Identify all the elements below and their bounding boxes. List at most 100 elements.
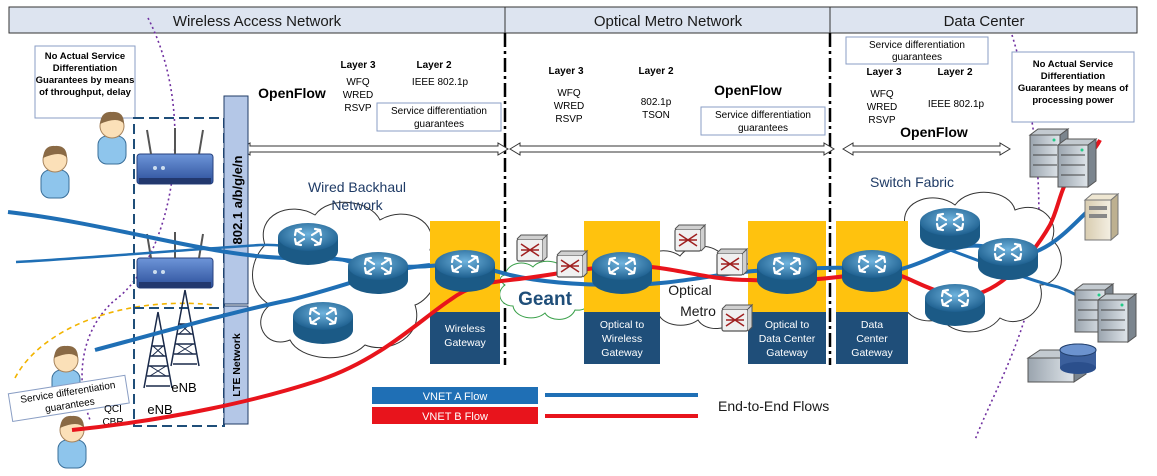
svg-text:guarantees: guarantees — [892, 52, 942, 63]
svg-text:Gateway: Gateway — [444, 337, 486, 349]
svg-text:Guarantees by means of: Guarantees by means of — [1018, 83, 1129, 94]
router-wireless-gateway — [433, 248, 497, 294]
router-dc-gateway — [840, 248, 904, 294]
wired-backhaul-label: Wired Backhaul — [308, 179, 406, 195]
svg-text:VNET A Flow: VNET A Flow — [423, 391, 488, 403]
openflow-label-wireless: OpenFlow — [258, 85, 326, 101]
note-no-guarantees-right: No Actual Service Differentiation Guaran… — [1011, 51, 1135, 123]
header-optical-metro: Optical Metro Network — [594, 13, 743, 30]
svg-text:Guarantees by means: Guarantees by means — [36, 75, 135, 86]
svg-text:RSVP: RSVP — [868, 115, 896, 126]
svg-text:Service differentiation: Service differentiation — [715, 110, 811, 121]
svg-text:Layer 3: Layer 3 — [340, 60, 375, 71]
optical-switch-2 — [556, 250, 588, 278]
router-optical-to-wireless — [590, 250, 654, 296]
svg-text:Service differentiation: Service differentiation — [391, 106, 487, 117]
dc-server-5 — [1097, 293, 1137, 343]
service-diff-box-wireless — [376, 102, 502, 132]
legend: VNET A Flow VNET B Flow End-to-End Flows — [372, 387, 829, 424]
dc-server-2 — [1057, 138, 1097, 188]
gateway-datacenter: Data Center Gateway — [836, 221, 908, 364]
wireless-layers: Layer 3 Layer 2 WFQ WRED RSVP IEEE 802.1… — [258, 60, 502, 132]
svg-text:guarantees: guarantees — [414, 119, 464, 130]
cbr-label: CBR — [102, 417, 123, 428]
svg-text:IEEE 802.1p: IEEE 802.1p — [412, 77, 469, 88]
openflow-arrows — [239, 142, 1011, 156]
router-backhaul-2 — [346, 250, 410, 296]
geant-label: Geant — [518, 289, 573, 310]
svg-text:802.1p: 802.1p — [641, 97, 672, 108]
router-optical-to-dc — [755, 250, 819, 296]
optical-switch-5 — [721, 304, 753, 332]
svg-text:Differentiation: Differentiation — [1041, 71, 1106, 82]
svg-text:Wireless: Wireless — [602, 333, 642, 345]
header-bar: Wireless Access Network Optical Metro Ne… — [8, 6, 1138, 34]
user-icon-2 — [40, 145, 70, 199]
svg-text:Wireless: Wireless — [445, 323, 485, 335]
svg-text:processing power: processing power — [1032, 95, 1114, 106]
svg-text:WFQ: WFQ — [557, 88, 581, 99]
switch-fabric-label: Switch Fabric — [870, 174, 954, 190]
svg-text:Gateway: Gateway — [766, 347, 808, 359]
svg-text:WFQ: WFQ — [870, 89, 894, 100]
svg-text:of throughput, delay: of throughput, delay — [39, 87, 132, 98]
lte-coverage-curve — [14, 302, 216, 379]
optical-metro-label-2: Metro — [680, 303, 716, 319]
svg-text:Gateway: Gateway — [601, 347, 643, 359]
svg-text:Optical to: Optical to — [600, 319, 645, 331]
svg-text:RSVP: RSVP — [344, 103, 372, 114]
svg-text:WRED: WRED — [867, 102, 898, 113]
wired-backhaul-label-2: Network — [331, 197, 383, 213]
wifi-access-point-1 — [136, 127, 214, 185]
qci-label: QCI — [104, 404, 122, 415]
svg-text:Differentiation: Differentiation — [53, 63, 118, 74]
wireless-boundary-curve — [81, 17, 176, 421]
svg-text:Center: Center — [856, 333, 888, 345]
legend-vnet-b — [372, 407, 538, 424]
svg-text:Data: Data — [861, 319, 883, 331]
user-icon-1 — [97, 111, 127, 165]
svg-text:TSON: TSON — [642, 110, 670, 121]
optical-switch-3 — [674, 224, 706, 252]
legend-end-to-end: End-to-End Flows — [718, 398, 829, 414]
svg-text:RSVP: RSVP — [555, 114, 583, 125]
svg-text:IEEE 802.1p: IEEE 802.1p — [928, 99, 985, 110]
dc-server-3 — [1084, 193, 1119, 241]
header-data-center: Data Center — [944, 13, 1025, 30]
svg-text:LTE Network: LTE Network — [231, 333, 243, 397]
optical-metro-label: Optical — [668, 282, 712, 298]
svg-text:Data Center: Data Center — [759, 333, 816, 345]
user-icon-4 — [57, 415, 87, 469]
svg-text:VNET B Flow: VNET B Flow — [422, 411, 488, 423]
wifi-standard-bar: 802.1 a/b/g/e/n — [223, 95, 249, 305]
legend-vnet-a — [372, 387, 538, 404]
openflow-label-metro: OpenFlow — [714, 82, 782, 98]
svg-text:WRED: WRED — [554, 101, 585, 112]
enb-label-1: eNB — [171, 380, 196, 395]
datacenter-layers: Service differentiation guarantees Layer… — [845, 36, 989, 140]
svg-text:Gateway: Gateway — [851, 347, 893, 359]
svg-text:No Actual Service: No Actual Service — [45, 51, 125, 62]
svg-text:Service differentiation: Service differentiation — [869, 40, 965, 51]
svg-text:No Actual Service: No Actual Service — [1033, 59, 1113, 70]
header-wireless-access: Wireless Access Network — [173, 13, 342, 30]
svg-text:WRED: WRED — [343, 90, 374, 101]
svg-text:802.1 a/b/g/e/n: 802.1 a/b/g/e/n — [230, 156, 245, 245]
note-no-guarantees-left: No Actual Service Differentiation Guaran… — [34, 45, 136, 119]
svg-text:WFQ: WFQ — [346, 77, 370, 88]
router-fabric-2 — [976, 236, 1040, 282]
router-fabric-3 — [923, 282, 987, 328]
optical-switch-1 — [516, 234, 548, 262]
svg-text:guarantees: guarantees — [738, 123, 788, 134]
gateway-wireless: Wireless Gateway — [430, 221, 500, 364]
enb-tower-1 — [143, 311, 173, 389]
enb-label-2: eNB — [147, 402, 172, 417]
service-diff-box-metro — [700, 106, 826, 136]
svg-text:Layer 2: Layer 2 — [638, 66, 673, 77]
svg-text:Layer 2: Layer 2 — [937, 67, 972, 78]
router-fabric-1 — [918, 206, 982, 252]
optical-switch-4 — [716, 248, 748, 276]
dc-storage-array — [1026, 343, 1097, 383]
